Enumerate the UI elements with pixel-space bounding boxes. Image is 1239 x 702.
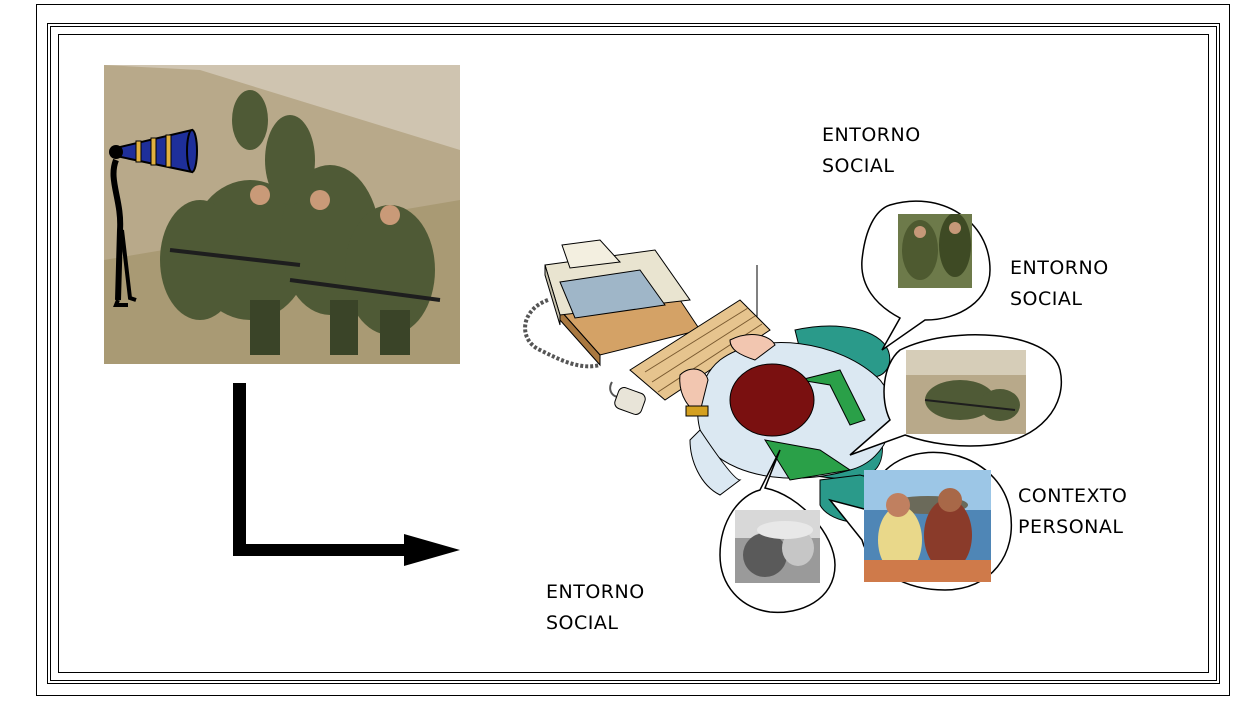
label-social-bottom: ENTORNO SOCIAL — [546, 577, 645, 639]
speech-bubble-top — [861, 200, 991, 351]
outer-border — [36, 4, 1230, 696]
label-personal-context: CONTEXTO PERSONAL — [1018, 481, 1127, 543]
inner-frame — [58, 34, 1209, 673]
label-line1: CONTEXTO — [1018, 485, 1128, 507]
speech-bubble-right — [849, 333, 1063, 456]
label-line2: PERSONAL — [1018, 516, 1124, 538]
label-line1: ENTORNO — [1010, 257, 1109, 279]
right-arrow-icon — [233, 383, 460, 566]
speech-bubble-personal — [827, 451, 1013, 591]
label-line1: ENTORNO — [822, 124, 921, 146]
megaphone-icon — [109, 128, 198, 307]
label-line2: SOCIAL — [822, 155, 895, 177]
computer-workstation — [523, 239, 893, 524]
double-frame — [47, 23, 1220, 684]
speech-bubble-bottom — [719, 449, 836, 614]
soldiers-photo — [104, 65, 460, 364]
label-line1: ENTORNO — [546, 581, 645, 603]
label-line2: SOCIAL — [1010, 288, 1083, 310]
label-social-right: ENTORNO SOCIAL — [1010, 253, 1109, 315]
label-line2: SOCIAL — [546, 612, 619, 634]
label-social-top: ENTORNO SOCIAL — [822, 120, 921, 182]
